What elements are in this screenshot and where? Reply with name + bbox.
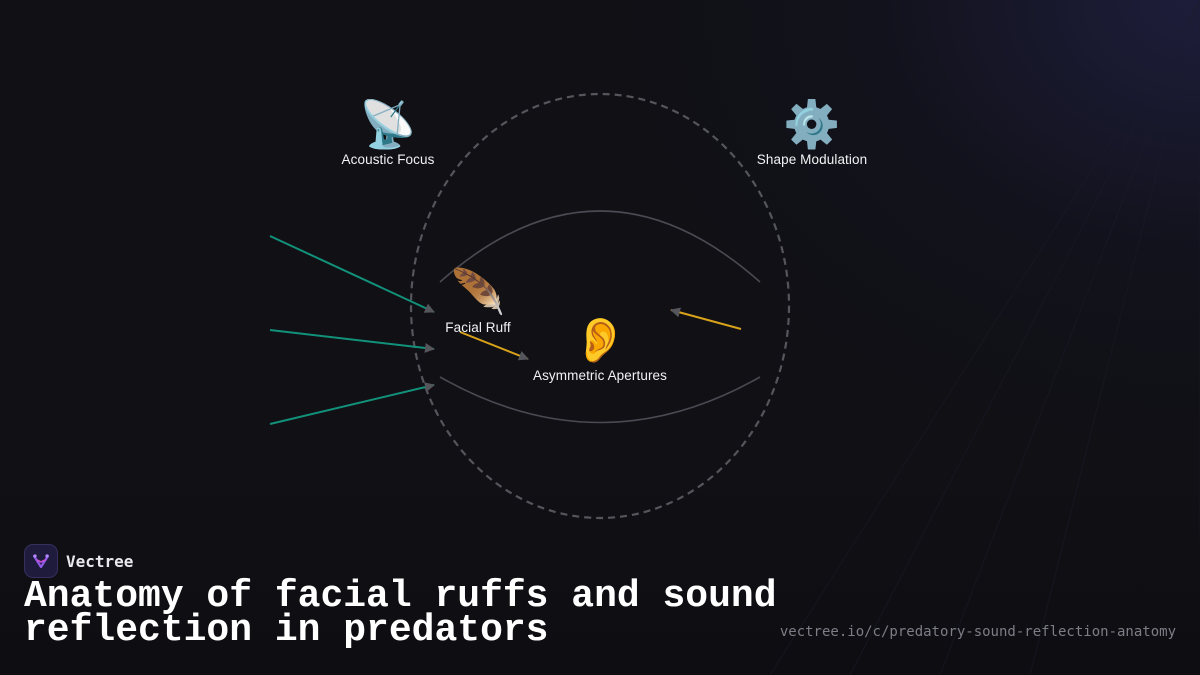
node-shape-modulation: ⚙️ Shape Modulation [757,98,867,167]
brand-name: Vectree [66,551,134,571]
node-label-asymmetric-apertures: Asymmetric Apertures [532,368,668,383]
feather-icon: 🪶 [450,268,506,317]
ear-icon: 👂 [572,316,628,365]
brand: Vectree [24,544,133,578]
source-url: vectree.io/c/predatory-sound-reflection-… [779,624,1176,640]
node-label-shape-modulation: Shape Modulation [756,152,868,167]
upper-ruff-arc [439,210,761,283]
lower-ruff-arc [439,376,761,424]
node-acoustic-focus: 📡 Acoustic Focus [342,98,435,167]
node-label-acoustic-focus: Acoustic Focus [341,152,435,167]
reflected-sound-arrow-ruff-to-ear [459,331,529,361]
page-title: Anatomy of facial ruffs and sound reflec… [24,575,777,652]
gear-icon: ⚙️ [783,98,841,150]
node-label-facial-ruff: Facial Ruff [445,320,511,335]
facial-ruff-outline [409,92,791,520]
incoming-sound-arrow-bottom [269,382,435,425]
reflected-sound-arrow-right [670,307,742,330]
incoming-sound-arrow-top [269,235,435,313]
node-facial-ruff: 🪶 Facial Ruff [445,268,510,335]
incoming-sound-arrow-middle [269,329,435,353]
satellite-dish-icon: 📡 [359,98,417,150]
node-asymmetric-apertures: 👂 Asymmetric Apertures [533,316,667,383]
vectree-logo-icon [24,544,58,578]
